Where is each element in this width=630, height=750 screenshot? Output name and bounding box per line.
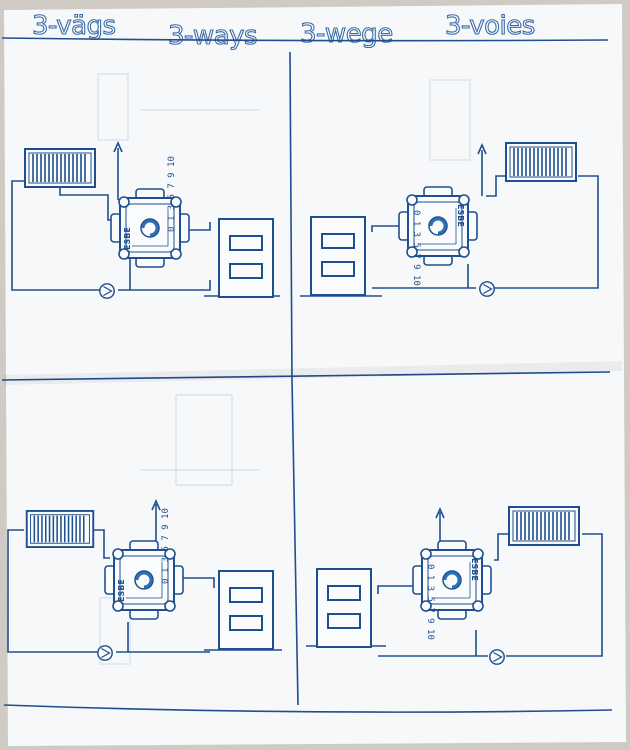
title-german: 3-wege [300, 19, 393, 49]
valve-brand-label: ESBE [470, 558, 479, 581]
radiator-icon [504, 142, 578, 182]
pump-icon [97, 645, 113, 661]
pump-icon [99, 283, 115, 299]
diagram-bottom-left: 0 1 3 5 7 9 10 ESBE [7, 499, 282, 661]
valve-brand-label: ESBE [123, 227, 132, 250]
diagram-bottom-right: 0 1 3 5 7 9 10 ESBE [306, 506, 603, 665]
valve-scale-label: 0 1 3 5 7 9 10 [167, 156, 177, 232]
valve-brand-label: ESBE [456, 204, 465, 227]
title-french: 3-voies [445, 11, 535, 41]
valve-brand-label: ESBE [117, 579, 126, 602]
radiator-icon [25, 510, 95, 548]
boiler-icon [316, 568, 372, 648]
diagram-top-right: 0 1 3 5 7 9 10 ESBE [300, 142, 599, 297]
valve-scale-label: 0 1 3 5 7 9 10 [411, 210, 421, 286]
title-row: 3-vägs 3-ways 3-wege 3-voies [31, 10, 535, 51]
pump-icon [479, 281, 495, 297]
diagram-top-left: 0 1 3 5 7 9 10 ESBE [11, 141, 280, 299]
title-english: 3-ways [168, 21, 257, 51]
title-swedish: 3-vägs [32, 11, 116, 41]
pump-icon [489, 649, 505, 665]
radiator-icon [24, 148, 96, 188]
radiator-icon [507, 506, 581, 546]
paper-fold [3, 361, 623, 385]
boiler-icon [218, 218, 274, 298]
valve-scale-label: 0 1 3 5 7 9 10 [425, 564, 435, 640]
valve-scale-label: 0 1 3 5 7 9 10 [161, 508, 171, 584]
frame-lines [1, 37, 613, 713]
boiler-icon [310, 216, 366, 296]
boiler-icon [218, 570, 274, 650]
